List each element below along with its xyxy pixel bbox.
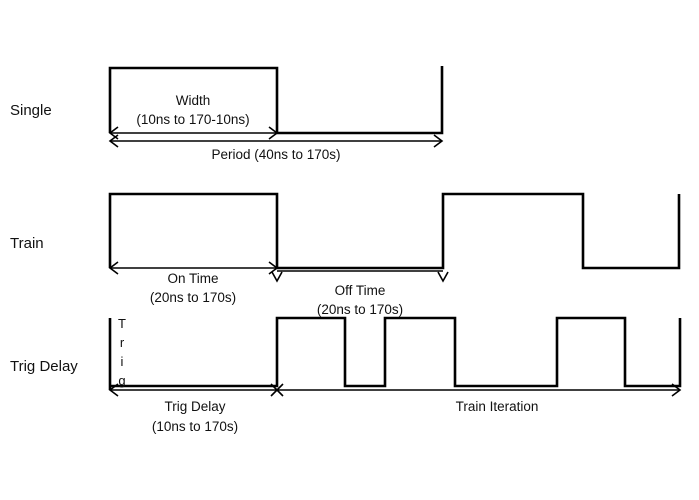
row-label-train: Train — [10, 235, 44, 252]
width-dimension — [108, 126, 279, 140]
on-time-arrowhead-right — [268, 261, 279, 275]
on-time-arrowhead-left — [108, 261, 119, 275]
width-label-line2: (10ns to 170-10ns) — [136, 112, 249, 127]
train-iteration-arrowhead-right — [671, 383, 682, 397]
row-single: Single Width (10ns to 170-10ns) Period (… — [10, 66, 444, 162]
trig-delay-label-line2: (10ns to 170s) — [152, 419, 238, 434]
off-time-label-line1: Off Time — [335, 283, 386, 298]
row-label-single: Single — [10, 102, 52, 119]
period-arrowhead-left — [108, 134, 119, 148]
trig-delay-dimension — [108, 383, 277, 397]
period-dimension — [108, 134, 444, 148]
width-label-line1: Width — [176, 93, 211, 108]
period-arrowhead-right — [433, 134, 444, 148]
on-time-dimension — [108, 261, 279, 275]
off-time-arrowhead-right — [437, 271, 449, 283]
period-label: Period (40ns to 170s) — [211, 147, 340, 162]
trig-axis-letter-2: i — [121, 354, 124, 369]
trig-delay-label-line1: Trig Delay — [164, 399, 225, 414]
trig-delay-arrowhead-left — [108, 383, 119, 397]
trig-axis-label: T r i g — [118, 316, 126, 388]
train-iteration-label: Train Iteration — [456, 399, 539, 414]
trig-axis-letter-3: g — [118, 373, 125, 388]
trig-axis-letter-0: T — [118, 316, 126, 331]
train-waveform — [108, 192, 681, 270]
width-arrowhead-right — [268, 126, 279, 140]
row-trig-delay: Trig Delay T r i g Trig Delay (10ns to 1… — [10, 316, 682, 434]
trig-axis-letter-1: r — [120, 335, 125, 350]
row-train: Train On Time (20ns to 170s) Off Time (2… — [10, 192, 681, 317]
off-time-arrowhead-left — [271, 271, 283, 283]
off-time-dimension — [271, 270, 449, 283]
trig-delay-waveform — [108, 316, 682, 390]
train-iteration-dimension — [277, 383, 682, 397]
on-time-label-line1: On Time — [167, 271, 218, 286]
on-time-label-line2: (20ns to 170s) — [150, 290, 236, 305]
single-waveform — [108, 66, 444, 135]
row-label-trig-delay: Trig Delay — [10, 358, 78, 375]
off-time-label-line2: (20ns to 170s) — [317, 302, 403, 317]
